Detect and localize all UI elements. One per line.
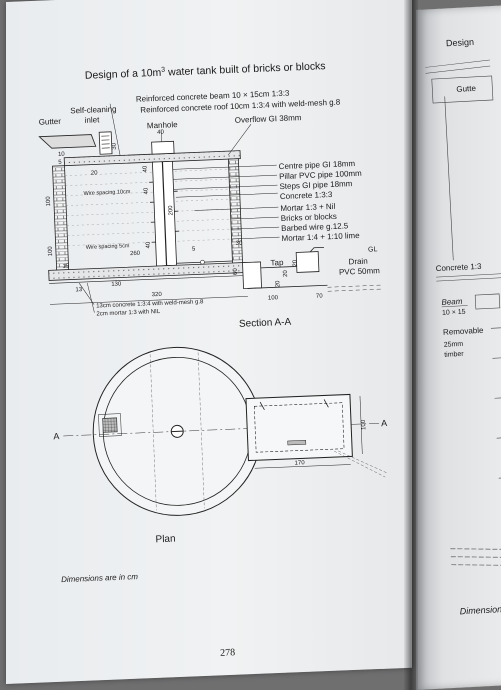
wire-bottom-label: Wire spacing 5cm [86, 243, 130, 251]
inlet-box [98, 131, 113, 155]
dim-40d: 40 [146, 241, 152, 249]
dim-15: 15 [62, 264, 70, 270]
dim-20b: 20 [292, 259, 298, 267]
dim-200: 200 [168, 205, 174, 216]
callout-centre-pipe: Centre pipe GI 18mm [279, 159, 356, 171]
tap-stand [242, 261, 262, 290]
dim-20d: 20 [275, 280, 281, 288]
tap-stand-plan [245, 393, 353, 462]
manhole-label: Manhole [147, 120, 179, 130]
manhole-plan [102, 417, 118, 433]
right-beam-size: 10 × 15 [442, 309, 466, 317]
right-beam-text: Beam [441, 297, 463, 307]
plan-caption: Plan [155, 534, 175, 546]
right-removable-text: Removable [443, 326, 484, 337]
plan-view: A A 100 170 [53, 346, 387, 516]
dim-30a: 30 [112, 142, 118, 150]
left-wall [52, 165, 70, 277]
dim-5b: 5 [192, 246, 196, 252]
tap-label: Tap [270, 258, 284, 268]
dim-40a: 40 [157, 130, 165, 136]
drain-label: Drain [348, 257, 367, 267]
callout-list: Centre pipe GI 18mm Pillar PVC pipe 100m… [279, 159, 363, 243]
page-number: 278 [220, 647, 235, 659]
book-fold [404, 0, 418, 690]
dim-100c: 100 [268, 295, 279, 301]
dim-20c: 20 [283, 269, 289, 277]
right-concrete-text: Concrete 1:3 [435, 262, 482, 273]
wire-top-label: Wire spacing 10cm [84, 189, 131, 197]
gl-label: GL [368, 246, 378, 253]
dim-20a: 20 [91, 170, 99, 176]
right-timber-size: 25mm [444, 341, 464, 349]
wire-lines [64, 168, 232, 246]
page-title: Design of a 10m3 water tank built of bri… [85, 60, 326, 82]
right-gutter-text: Gutte [456, 84, 477, 94]
callout-leaders [172, 164, 280, 240]
manhole-cover [151, 140, 175, 155]
callout-mortar-nil: Mortar 1:3 + Nil [280, 202, 335, 213]
left-page-content: Design of a 10m3 water tank built of bri… [38, 60, 387, 659]
plan-a-left: A [53, 431, 59, 441]
right-design-text: Design [446, 37, 475, 48]
dim-100a: 100 [46, 196, 52, 207]
overflow-label: Overflow GI 38mm [235, 113, 302, 125]
callout-concrete: Concrete 1:3:3 [280, 190, 333, 201]
dim-30b: 30 [236, 241, 244, 247]
dim-100b: 100 [48, 246, 54, 257]
section-caption: Section A-A [239, 317, 292, 330]
callout-barbed-wire: Barbed wire g.12.5 [281, 221, 349, 233]
dim-40c: 40 [143, 187, 149, 195]
dim-40b: 40 [143, 165, 149, 173]
callout-mortar-lime: Mortar 1:4 + 1:10 lime [281, 231, 360, 243]
dim-10: 10 [58, 152, 66, 158]
plan-a-right: A [381, 418, 387, 428]
gutter-shape [38, 134, 97, 149]
dimensions-note: Dimensions are in cm [61, 572, 139, 584]
dim-5a: 5 [58, 160, 62, 166]
dim-60: 60 [233, 267, 239, 275]
right-timber-text: timber [444, 351, 464, 359]
dim-130: 130 [111, 281, 122, 287]
dim-13: 13 [75, 287, 83, 293]
dim-70: 70 [316, 293, 324, 299]
dim-260: 260 [130, 251, 141, 257]
inlet-label: inlet [85, 115, 101, 125]
dim-320: 320 [152, 292, 163, 298]
plan-dim-170: 170 [295, 460, 306, 466]
self-cleaning-label: Self-cleaning [70, 105, 117, 116]
right-dimension-text: Dimension [459, 604, 501, 616]
base-slab [48, 261, 250, 281]
base-note-concrete: 13cm concrete 1:3:4 with weld-mesh g.8 [96, 299, 204, 309]
right-page-content: Design Gutte Concrete 1:3 Beam 10 × 15 R… [425, 37, 501, 616]
callout-pillar-pipe: Pillar PVC pipe 100mm [279, 169, 362, 181]
drain-box [295, 251, 320, 273]
callout-steps: Steps GI pipe 18mm [279, 179, 353, 191]
base-note-mortar: 2cm mortar 1:3 with NIL [96, 309, 161, 318]
dimension-labels: 10 5 20 30 40 100 100 40 40 200 40 260 5… [46, 130, 324, 302]
right-wall [227, 158, 244, 270]
pvc-label: PVC 50mm [339, 266, 381, 277]
plan-dim-100: 100 [361, 419, 367, 430]
gutter-label: Gutter [39, 117, 62, 127]
callout-bricks: Bricks or blocks [281, 212, 337, 223]
